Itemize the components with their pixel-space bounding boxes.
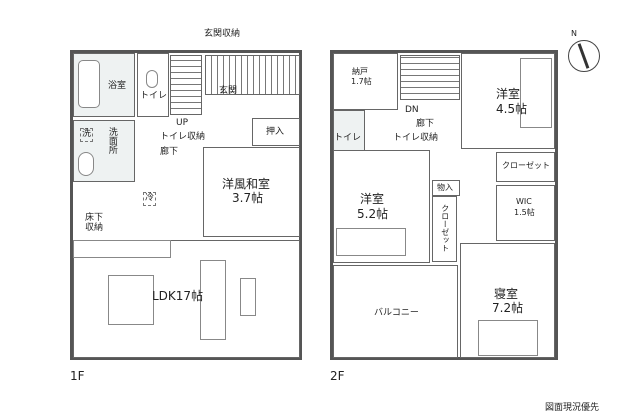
balcony-label: バルコニー: [374, 308, 419, 318]
closet-1: [496, 152, 555, 182]
storage-label: 納戸: [352, 67, 368, 76]
dining-table: [108, 275, 154, 325]
closet-2: [432, 196, 457, 262]
japanese-room: [203, 147, 300, 237]
bath-label: 浴室: [108, 81, 127, 91]
storage-room: [333, 53, 398, 110]
storage-size: 1.7帖: [351, 77, 372, 86]
plan-note: 図面現況優先: [545, 403, 600, 413]
sink-icon: [78, 152, 94, 176]
bathtub: [78, 60, 100, 108]
bedroom-label: 寝室: [494, 287, 519, 301]
underfloor-storage-label: 床下収納: [84, 213, 103, 233]
room1-label: 洋室: [496, 87, 521, 101]
up-label: UP: [176, 118, 189, 128]
room-5-2: [333, 150, 430, 263]
balcony: [333, 265, 458, 358]
floor-2-outline: [330, 50, 558, 360]
compass: [568, 40, 600, 72]
toilet-room: [137, 53, 169, 117]
wic: [496, 185, 555, 241]
oshiire: [252, 118, 300, 146]
bed: [520, 58, 552, 128]
compass-needle-icon: [577, 43, 590, 69]
fridge-icon: 冷: [143, 192, 157, 206]
bed: [478, 320, 538, 356]
japanese-room-label: 洋風和室: [222, 177, 271, 191]
stairs: [170, 55, 202, 115]
oshiire-label: 押入: [266, 127, 285, 137]
wic-size: 1.5帖: [514, 208, 535, 217]
cupboard-label: 物入: [437, 183, 453, 192]
coffee-table: [240, 278, 256, 316]
bathroom: [73, 53, 135, 117]
bedroom: [460, 243, 555, 358]
toilet-room: [333, 110, 365, 151]
kitchen-counter: [73, 240, 171, 258]
washer-icon: 洗: [80, 128, 94, 142]
compass-north-label: N: [571, 29, 577, 38]
entrance-floor: [205, 55, 300, 95]
toilet-storage-label: トイレ収納: [393, 133, 439, 143]
closet2-label: クローゼット: [440, 204, 450, 252]
toilet-label: トイレ: [334, 133, 362, 143]
dn-label: DN: [405, 105, 419, 115]
cupboard: [432, 180, 460, 196]
hallway-label: 廊下: [416, 119, 435, 129]
entry-storage-label: 玄関収納: [204, 29, 241, 39]
wic-label: WIC: [516, 197, 532, 206]
entrance-label: 玄関: [219, 86, 238, 96]
washroom: [73, 120, 135, 182]
room2-size: 5.2帖: [357, 207, 389, 221]
bedroom-size: 7.2帖: [492, 301, 524, 315]
ldk: [73, 240, 300, 358]
room2-label: 洋室: [360, 192, 385, 206]
room1-size: 4.5帖: [496, 102, 528, 116]
washroom-label: 洗面所: [106, 127, 117, 154]
toilet-icon: [146, 70, 158, 88]
toilet-label: トイレ: [140, 91, 168, 101]
floor-2-label: 2F: [330, 369, 345, 383]
floor-1-label: 1F: [70, 369, 85, 383]
ldk-label: LDK17帖: [152, 289, 204, 303]
room-4-5: [461, 53, 555, 149]
floor-1-outline: [70, 50, 302, 360]
japanese-room-size: 3.7帖: [232, 191, 264, 205]
hallway-label: 廊下: [160, 147, 179, 157]
sofa: [200, 260, 226, 340]
toilet-storage-label: トイレ収納: [160, 132, 206, 142]
closet1-label: クローゼット: [502, 161, 550, 170]
stairs: [400, 55, 460, 100]
bed: [336, 228, 406, 256]
